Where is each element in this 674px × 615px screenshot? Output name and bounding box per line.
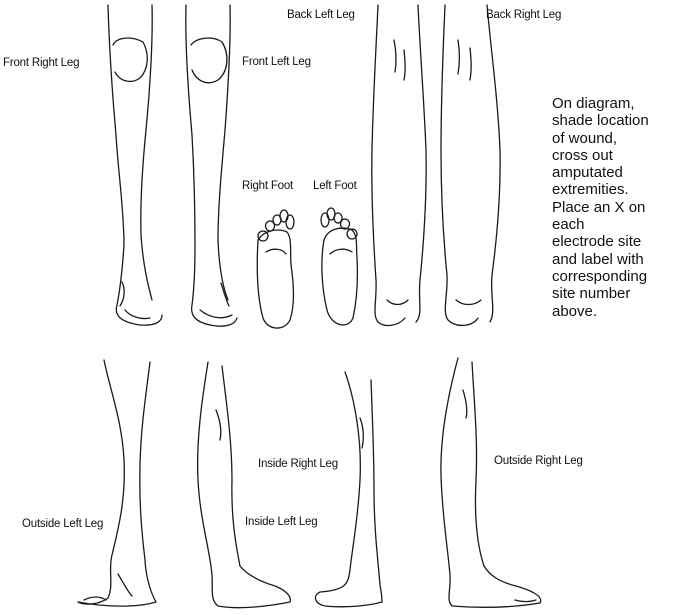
instruction-line: cross out — [552, 147, 674, 164]
instruction-line: above. — [552, 303, 674, 320]
instruction-line: extremities. — [552, 181, 674, 198]
right-foot-drawing — [257, 210, 294, 328]
right-foot-label: Right Foot — [242, 180, 293, 192]
inside-right-leg-drawing — [315, 372, 382, 607]
instruction-line: amputated — [552, 164, 674, 181]
outside-left-leg-label: Outside Left Leg — [22, 518, 103, 530]
inside-left-leg-drawing — [198, 362, 291, 608]
front-left-leg-drawing — [186, 5, 237, 326]
outside-right-leg-label: Outside Right Leg — [494, 455, 583, 467]
back-right-leg-drawing — [441, 5, 500, 325]
instruction-line: On diagram, — [552, 95, 674, 112]
instruction-line: each — [552, 216, 674, 233]
front-right-leg-drawing — [108, 5, 162, 325]
back-right-leg-label: Back Right Leg — [486, 9, 561, 21]
instruction-line: corresponding — [552, 268, 674, 285]
back-left-leg-label: Back Left Leg — [287, 9, 355, 21]
instruction-line: electrode site — [552, 233, 674, 250]
instruction-line: Place an X on — [552, 199, 674, 216]
instruction-line: site number — [552, 285, 674, 302]
outside-right-leg-drawing — [441, 358, 541, 607]
back-left-leg-drawing — [372, 5, 426, 325]
inside-left-leg-label: Inside Left Leg — [245, 516, 317, 528]
front-left-leg-label: Front Left Leg — [242, 56, 311, 68]
outside-left-leg-drawing — [78, 360, 156, 606]
left-foot-drawing — [321, 208, 357, 325]
instruction-line: of wound, — [552, 130, 674, 147]
front-right-leg-label: Front Right Leg — [3, 57, 79, 69]
instruction-line: and label with — [552, 251, 674, 268]
inside-right-leg-label: Inside Right Leg — [258, 458, 338, 470]
left-foot-label: Left Foot — [313, 180, 357, 192]
instruction-line: shade location — [552, 112, 674, 129]
instructions-text: On diagram, shade location of wound, cro… — [552, 95, 674, 320]
